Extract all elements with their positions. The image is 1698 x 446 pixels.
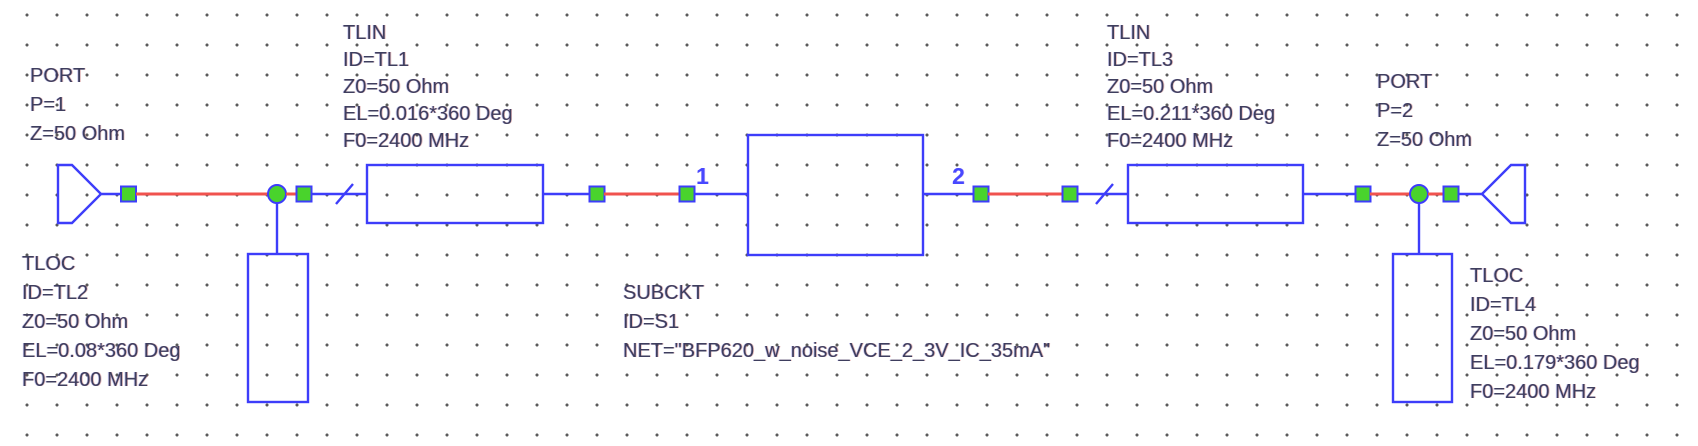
- port1-param-p: P=1: [30, 94, 67, 116]
- tlin3-param-id: ID=TL3: [1107, 49, 1174, 71]
- subckt-symbol[interactable]: [694, 133, 974, 257]
- tloc4-param-id: ID=TL4: [1470, 294, 1537, 316]
- tloc4-param-f0: F0=2400 MHz: [1470, 381, 1597, 403]
- tlin3-slash-icon: [1095, 183, 1114, 205]
- port2-symbol[interactable]: [1458, 163, 1527, 225]
- tloc4-body[interactable]: [1391, 252, 1454, 404]
- port2-pin[interactable]: [1442, 185, 1460, 203]
- tlin1-type-label: TLIN: [343, 22, 387, 44]
- subckt-type-label: SUBCKT: [623, 282, 705, 304]
- tloc2-body[interactable]: [246, 252, 310, 404]
- tloc2-params[interactable]: TLOC ID=TL2 Z0=50 Ohm EL=0.08*360 Deg F0…: [22, 250, 180, 395]
- tlin3-param-f0: F0=2400 MHz: [1107, 130, 1234, 152]
- tlin3-param-z0: Z0=50 Ohm: [1107, 76, 1214, 98]
- tloc2-type-label: TLOC: [22, 253, 76, 275]
- junction1-node[interactable]: [267, 184, 287, 204]
- junction2-node[interactable]: [1409, 184, 1429, 204]
- tlin3-pin-left[interactable]: [1061, 185, 1079, 203]
- port1-symbol[interactable]: [56, 163, 121, 225]
- port2-type-label: PORT: [1377, 71, 1433, 93]
- tlin1-param-el: EL=0.016*360 Deg: [343, 103, 513, 125]
- tloc2-param-el: EL=0.08*360 Deg: [22, 340, 181, 362]
- port1-param-z: Z=50 Ohm: [30, 123, 126, 145]
- subckt-pin2[interactable]: [972, 185, 990, 203]
- tlin1-symbol[interactable]: [311, 163, 590, 225]
- subckt-param-net: NET="BFP620_w_noise_VCE_2_3V_IC_35mA": [623, 340, 1051, 362]
- tlin1-param-id: ID=TL1: [343, 49, 410, 71]
- tloc2-param-id: ID=TL2: [22, 282, 89, 304]
- subckt-pin2-number: 2: [952, 163, 965, 189]
- tlin1-pin-left[interactable]: [295, 185, 313, 203]
- port1-params[interactable]: PORT P=1 Z=50 Ohm: [30, 62, 125, 149]
- tloc4-params[interactable]: TLOC ID=TL4 Z0=50 Ohm EL=0.179*360 Deg F…: [1470, 262, 1640, 407]
- tloc2-symbol[interactable]: [246, 203, 310, 404]
- subckt-params[interactable]: SUBCKT ID=S1 NET="BFP620_w_noise_VCE_2_3…: [623, 279, 1050, 366]
- tloc4-param-el: EL=0.179*360 Deg: [1470, 352, 1640, 374]
- subckt-pin1-number: 1: [696, 163, 709, 189]
- port1-triangle-icon[interactable]: [56, 163, 103, 225]
- port1-type-label: PORT: [30, 65, 86, 87]
- port2-params[interactable]: PORT P=2 Z=50 Ohm: [1377, 68, 1472, 155]
- port1-pin[interactable]: [120, 185, 137, 203]
- tlin3-type-label: TLIN: [1107, 22, 1151, 44]
- tlin1-pin-right[interactable]: [588, 185, 606, 203]
- tloc4-param-z0: Z0=50 Ohm: [1470, 323, 1577, 345]
- tlin3-symbol[interactable]: [1077, 163, 1356, 225]
- tloc2-param-z0: Z0=50 Ohm: [22, 311, 129, 333]
- tlin1-param-z0: Z0=50 Ohm: [343, 76, 450, 98]
- tlin1-param-f0: F0=2400 MHz: [343, 130, 470, 152]
- tlin3-params[interactable]: TLIN ID=TL3 Z0=50 Ohm EL=0.211*360 Deg F…: [1107, 20, 1275, 155]
- tloc4-type-label: TLOC: [1470, 265, 1524, 287]
- tlin3-param-el: EL=0.211*360 Deg: [1107, 103, 1276, 125]
- subckt-param-id: ID=S1: [623, 311, 680, 333]
- tlin1-params[interactable]: TLIN ID=TL1 Z0=50 Ohm EL=0.016*360 Deg F…: [343, 20, 513, 155]
- port2-triangle-icon[interactable]: [1480, 163, 1527, 225]
- tloc4-symbol[interactable]: [1391, 203, 1454, 404]
- tlin3-pin-right[interactable]: [1354, 185, 1372, 203]
- subckt-body[interactable]: [746, 133, 925, 257]
- tloc2-param-f0: F0=2400 MHz: [22, 369, 149, 391]
- port2-param-p: P=2: [1377, 100, 1414, 122]
- tlin1-body[interactable]: [365, 163, 545, 225]
- tlin1-slash-icon: [335, 183, 354, 205]
- port2-param-z: Z=50 Ohm: [1377, 129, 1473, 151]
- tlin3-body[interactable]: [1126, 163, 1305, 225]
- subckt-pin1[interactable]: [678, 185, 696, 203]
